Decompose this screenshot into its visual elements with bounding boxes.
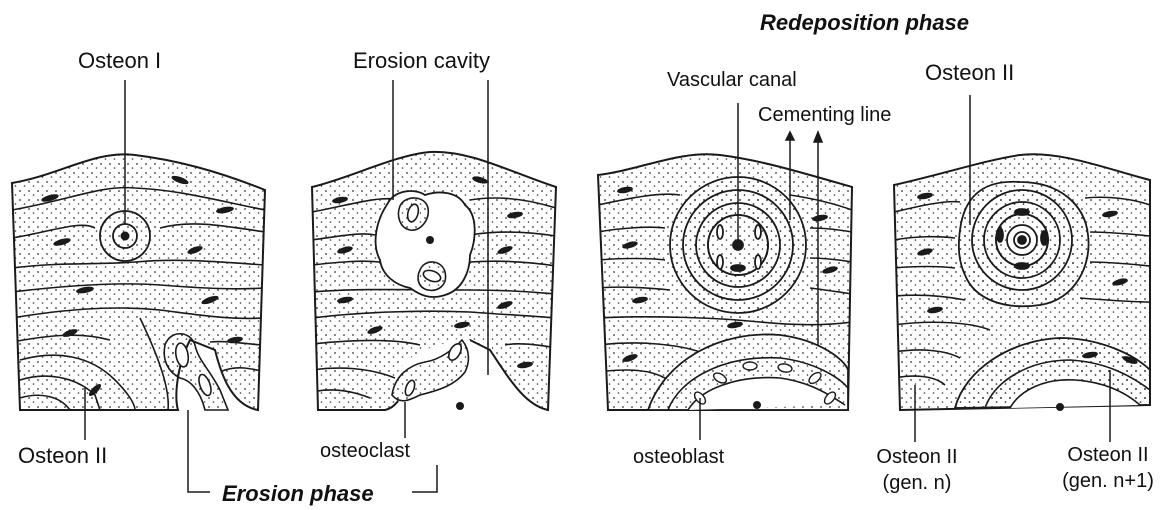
label-vascular-canal: Vascular canal — [667, 70, 797, 90]
bracket-erosion-left — [188, 410, 210, 492]
panel-osteon-i — [12, 154, 265, 410]
vascular-canal-b — [426, 236, 434, 244]
panel-osteoblast — [598, 154, 852, 410]
label-cementing-line: Cementing line — [758, 105, 891, 125]
label-osteon-i: Osteon I — [78, 50, 161, 72]
label-erosion-cavity: Erosion cavity — [353, 50, 490, 72]
label-erosion-phase: Erosion phase — [222, 483, 374, 505]
arrow-cementing-2 — [814, 132, 822, 142]
osteon-ii-rings-d — [959, 182, 1089, 306]
label-osteon-ii-gen-n1: Osteon II (gen. n+1) — [1050, 445, 1166, 491]
label-osteon-ii-gen-n1-line2: (gen. n+1) — [1050, 471, 1166, 491]
label-osteon-ii-top: Osteon II — [925, 62, 1014, 84]
arrow-cementing-1 — [786, 132, 794, 140]
label-osteoclast: osteoclast — [320, 441, 410, 461]
panel-erosion-cavity — [312, 152, 556, 410]
label-osteon-ii-gen-n: Osteon II (gen. n) — [874, 447, 960, 493]
vascular-canal-c2 — [753, 401, 761, 409]
label-osteon-ii-gen-n-line2: (gen. n) — [874, 473, 960, 493]
bone-block-a — [12, 154, 265, 410]
label-osteon-ii-left: Osteon II — [18, 445, 107, 467]
panel-osteon-ii — [894, 154, 1150, 411]
label-osteon-ii-gen-n1-line1: Osteon II — [1050, 445, 1166, 465]
label-osteon-ii-gen-n-line1: Osteon II — [874, 447, 960, 467]
label-osteoblast: osteoblast — [633, 447, 724, 467]
label-redeposition-phase: Redeposition phase — [760, 12, 969, 34]
vascular-canal-d2 — [1056, 403, 1064, 411]
vascular-canal-b2 — [456, 402, 464, 410]
bracket-erosion-right — [412, 465, 437, 492]
